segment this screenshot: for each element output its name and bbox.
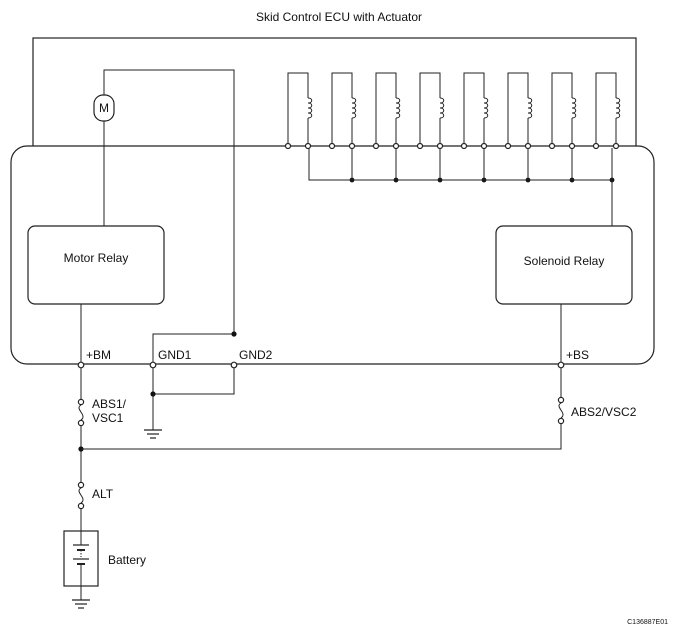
- motor-feed-wire: [103, 69, 235, 334]
- fuse-abs1-label-line1: ABS1/: [92, 397, 127, 411]
- fuse-abs1-label-line2: VSC1: [92, 411, 124, 425]
- actuator-frame: [32, 37, 637, 149]
- terminal-bm: [77, 361, 85, 369]
- abs2-supply-wire: [81, 424, 562, 450]
- solenoid-common-bus: [308, 148, 612, 181]
- solenoid-coil-7: [548, 72, 577, 150]
- solenoid-coil-5: [460, 72, 489, 150]
- terminal-gnd1: [149, 361, 157, 369]
- motor-symbol-label: M: [99, 101, 109, 115]
- terminal-gnd1-label: GND1: [158, 348, 192, 362]
- gnd-junction-dot: [231, 331, 237, 337]
- ground-junction-dot: [150, 391, 156, 397]
- gnd2-external-wire: [153, 368, 235, 395]
- solenoid-relay-box: [495, 225, 633, 305]
- motor-relay-box: [27, 225, 165, 305]
- solenoid-coil-6: [504, 72, 533, 150]
- solenoid-relay-label: Solenoid Relay: [524, 254, 605, 268]
- terminal-bs: [557, 361, 565, 369]
- fuse-abs1-vsc1-icon: [77, 398, 85, 427]
- terminal-gnd2-label: GND2: [239, 348, 273, 362]
- fuse-abs2-vsc2-icon: [557, 396, 565, 425]
- fuse-abs2-label: ABS2/VSC2: [571, 405, 637, 419]
- solenoid-coil-1: [284, 72, 313, 150]
- battery-ground-icon: [72, 599, 90, 609]
- battery-label: Battery: [108, 553, 146, 567]
- diagram-title: Skid Control ECU with Actuator: [256, 10, 422, 24]
- solenoid-bank: [284, 72, 621, 183]
- fuse-alt-label: ALT: [92, 487, 114, 501]
- ground-icon: [144, 429, 162, 439]
- figure-code: C136887E01: [627, 619, 668, 626]
- terminal-bs-label: +BS: [566, 348, 589, 362]
- motor-relay-label: Motor Relay: [64, 251, 129, 265]
- fuse-alt-icon: [77, 481, 85, 510]
- terminal-bm-label: +BM: [86, 348, 111, 362]
- gnd1-internal-wire: [152, 333, 234, 362]
- solenoid-coil-8: [592, 72, 621, 150]
- battery-icon: [63, 530, 99, 587]
- terminal-gnd2: [230, 361, 238, 369]
- motor-icon: M: [93, 94, 115, 122]
